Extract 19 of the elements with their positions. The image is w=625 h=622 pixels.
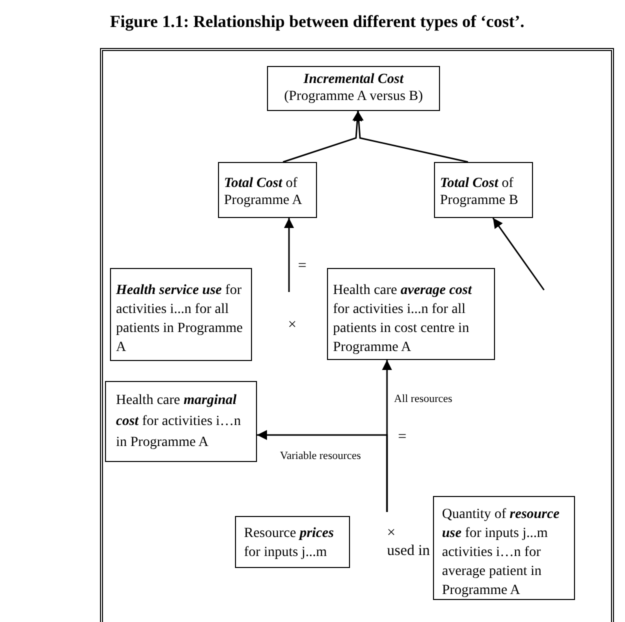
operator-label: used in [387,542,430,561]
figure-title: Figure 1.1: Relationship between different types of ‘cost’. [110,11,524,33]
operator-label: = [298,257,306,276]
text-box: Health service use for activities i...n for all patients in Programme A [110,268,252,361]
text-box: Incremental Cost (Programme A versus B) [267,66,440,111]
text-box: Quantity of resource use for inputs j...m activities i…n for average patient in Programme A [433,496,575,600]
arrow [492,218,545,290]
text-box: Total Cost of Programme A [218,162,317,218]
operator-label: × [288,316,296,335]
text-box: Resource prices for inputs j...m [235,516,350,568]
operator-label: × [387,524,396,543]
arrow [354,110,468,163]
arrow [284,218,294,292]
operator-label: = [398,428,406,447]
text-box: Health care marginal cost for activities i…n in Programme A [105,381,257,462]
arrow [282,110,362,163]
text-box: Total Cost of Programme B [434,162,533,218]
arrow [257,430,388,512]
text-box: Health care average cost for activities i...n for all patients in cost centre in Programme A [327,268,495,360]
